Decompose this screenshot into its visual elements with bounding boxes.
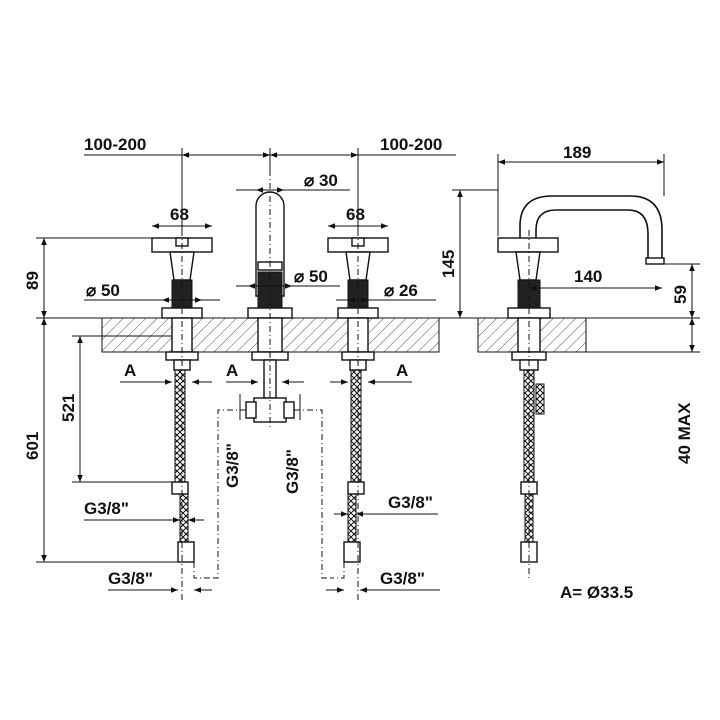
label-spread-right: 100-200 (380, 135, 442, 154)
label-side-width: 189 (563, 143, 591, 162)
label-hole-a-mid: A (226, 361, 238, 380)
side-faucet (497, 195, 665, 580)
label-spout-clearance: 59 (671, 285, 690, 304)
label-shank-length: 521 (59, 394, 78, 422)
label-hole-a-right: A (396, 361, 408, 380)
label-handle-right-width: 68 (346, 205, 365, 224)
label-spread-left: 100-200 (84, 135, 146, 154)
label-conn-right-lower: G3/8" (380, 569, 425, 588)
label-spout-dia: ⌀ 30 (304, 171, 338, 190)
label-conn-right-upper: G3/8" (388, 493, 433, 512)
label-base-left-dia: ⌀ 50 (86, 281, 120, 300)
left-valve (151, 230, 213, 600)
label-spout-reach: 140 (574, 267, 602, 286)
label-base-right-dia: ⌀ 26 (384, 281, 418, 300)
label-conn-mid-right: G3/8" (283, 449, 302, 494)
label-note: A= Ø33.5 (560, 583, 633, 602)
label-base-mid-dia: ⌀ 50 (294, 267, 328, 286)
label-conn-left-upper: G3/8" (84, 499, 129, 518)
center-spout (210, 170, 330, 579)
dimension-lines (36, 148, 700, 593)
label-conn-left-lower: G3/8" (108, 569, 153, 588)
dimension-labels: 100-200 100-200 ⌀ 30 68 68 ⌀ 50 ⌀ 50 ⌀ 2… (23, 135, 694, 602)
label-deck-max: 40 MAX (675, 402, 694, 464)
label-conn-mid-left: G3/8" (223, 443, 242, 488)
label-total-length: 601 (23, 432, 42, 460)
label-side-height: 145 (439, 250, 458, 278)
front-hose-ends (193, 562, 345, 579)
label-handle-left-width: 68 (170, 205, 189, 224)
label-hole-a-left: A (124, 361, 136, 380)
label-height-above-deck: 89 (23, 271, 42, 290)
